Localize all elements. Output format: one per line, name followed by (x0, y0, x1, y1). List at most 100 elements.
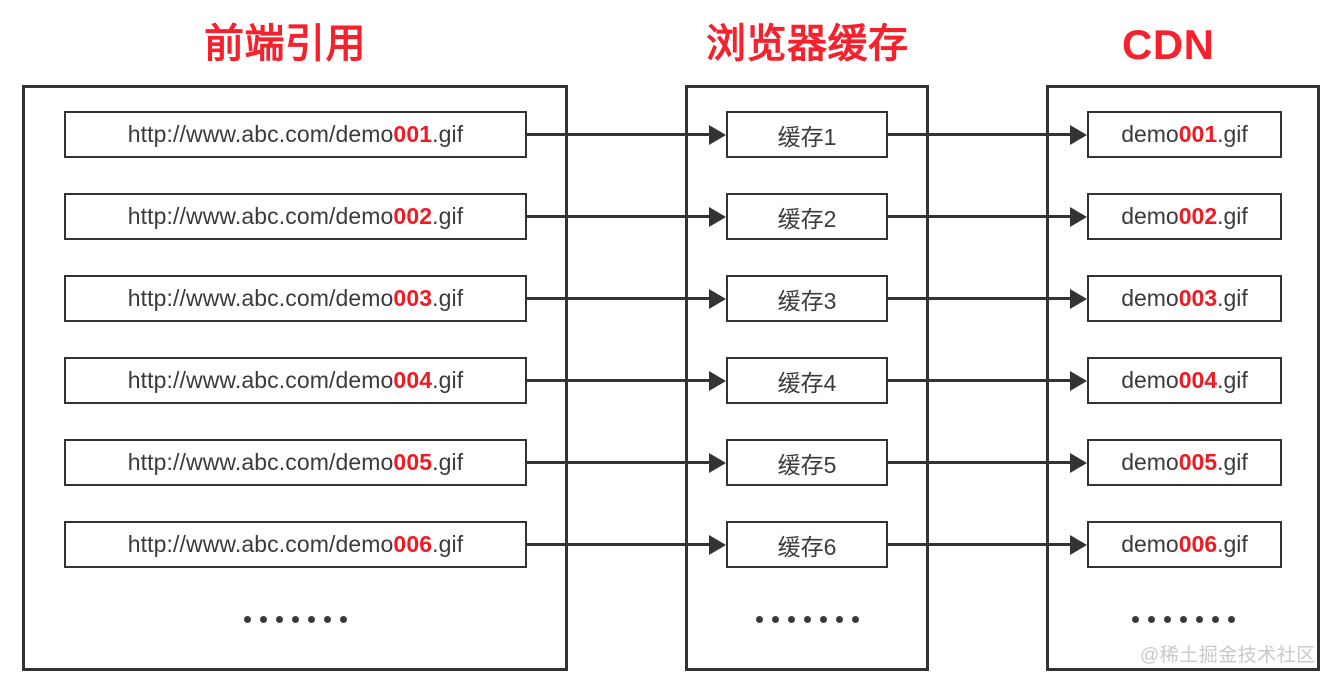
ellipsis-dots-browser-cache (756, 616, 859, 623)
node-label-prefix: http://www.abc.com/demo (127, 121, 394, 147)
arrow-head-browser-cache-to-cdn-3 (1070, 288, 1087, 309)
node-label-prefix: 缓存3 (777, 287, 837, 314)
node-label-number: 005 (1178, 449, 1218, 475)
arrow-head-browser-cache-to-cdn-5 (1070, 452, 1087, 473)
dot (1132, 616, 1139, 623)
column-header-cdn: CDN (1122, 21, 1215, 68)
dot (260, 616, 267, 623)
node-label-suffix: .gif (1217, 285, 1248, 311)
arrow-head-frontend-reference-to-browser-cache-3 (709, 288, 726, 309)
node-label-prefix: 缓存5 (777, 451, 837, 478)
connector-line-frontend-reference-to-browser-cache-1 (527, 133, 712, 136)
node-label-prefix: http://www.abc.com/demo (127, 531, 394, 557)
arrow-head-browser-cache-to-cdn-1 (1070, 124, 1087, 145)
ellipsis-dots-frontend-reference (244, 616, 347, 623)
connector-line-frontend-reference-to-browser-cache-6 (527, 543, 712, 546)
dot (756, 616, 763, 623)
node-label-prefix: 缓存4 (777, 369, 837, 396)
node-label-prefix: 缓存2 (777, 205, 837, 232)
node-label-number: 003 (393, 285, 433, 311)
ellipsis-dots-cdn (1132, 616, 1235, 623)
arrow-head-frontend-reference-to-browser-cache-4 (709, 370, 726, 391)
node-label-suffix: .gif (432, 531, 464, 557)
node-label-suffix: .gif (1217, 121, 1248, 147)
connector-line-frontend-reference-to-browser-cache-2 (527, 215, 712, 218)
node-label-number: 004 (393, 367, 433, 393)
connector-line-frontend-reference-to-browser-cache-3 (527, 297, 712, 300)
dot (804, 616, 811, 623)
arrow-head-frontend-reference-to-browser-cache-5 (709, 452, 726, 473)
node-label-number: 006 (393, 531, 433, 557)
dot (1196, 616, 1203, 623)
connector-line-frontend-reference-to-browser-cache-4 (527, 379, 712, 382)
node-label-suffix: .gif (1217, 449, 1248, 475)
node-label-prefix: http://www.abc.com/demo (127, 449, 394, 475)
node-label-number: 002 (393, 203, 433, 229)
node-label-prefix: 缓存6 (777, 533, 837, 560)
node-label-prefix: demo (1121, 285, 1179, 311)
node-label-prefix: demo (1121, 531, 1179, 557)
dot (308, 616, 315, 623)
dot (1148, 616, 1155, 623)
node-label-number: 004 (1178, 367, 1218, 393)
node-label-number: 001 (393, 121, 433, 147)
dot (292, 616, 299, 623)
node-label-number: 002 (1178, 203, 1218, 229)
watermark: @稀土掘金技术社区 (1140, 645, 1316, 666)
node-label-prefix: http://www.abc.com/demo (127, 203, 394, 229)
node-label-prefix: demo (1121, 121, 1179, 147)
node-label-suffix: .gif (432, 367, 464, 393)
dot (1180, 616, 1187, 623)
node-browser-cache-1[interactable]: 缓存1 (726, 111, 888, 158)
node-label-suffix: .gif (1217, 367, 1248, 393)
node-label-number: 001 (1178, 121, 1218, 147)
dot (1164, 616, 1171, 623)
node-browser-cache-6[interactable]: 缓存6 (726, 521, 888, 568)
dot (772, 616, 779, 623)
node-label-number: 006 (1178, 531, 1218, 557)
dot (1212, 616, 1219, 623)
dot (324, 616, 331, 623)
node-label-prefix: http://www.abc.com/demo (127, 367, 394, 393)
node-browser-cache-3[interactable]: 缓存3 (726, 275, 888, 322)
dot (340, 616, 347, 623)
column-header-frontend-reference: 前端引用 (204, 22, 366, 66)
node-label-suffix: .gif (432, 203, 464, 229)
dot (244, 616, 251, 623)
node-label-suffix: .gif (432, 285, 464, 311)
connector-line-browser-cache-to-cdn-6 (888, 543, 1073, 546)
node-label-number: 003 (1178, 285, 1218, 311)
arrow-head-frontend-reference-to-browser-cache-6 (709, 534, 726, 555)
column-header-browser-cache: 浏览器缓存 (706, 22, 909, 66)
connector-line-browser-cache-to-cdn-3 (888, 297, 1073, 300)
node-label-suffix: .gif (432, 121, 464, 147)
node-browser-cache-4[interactable]: 缓存4 (726, 357, 888, 404)
connector-line-frontend-reference-to-browser-cache-5 (527, 461, 712, 464)
node-browser-cache-5[interactable]: 缓存5 (726, 439, 888, 486)
node-label-prefix: 缓存1 (777, 123, 837, 150)
node-browser-cache-2[interactable]: 缓存2 (726, 193, 888, 240)
dot (852, 616, 859, 623)
connector-line-browser-cache-to-cdn-1 (888, 133, 1073, 136)
node-label-prefix: demo (1121, 449, 1179, 475)
connector-line-browser-cache-to-cdn-5 (888, 461, 1073, 464)
connector-line-browser-cache-to-cdn-4 (888, 379, 1073, 382)
dot (276, 616, 283, 623)
node-label-number: 005 (393, 449, 433, 475)
node-label-prefix: demo (1121, 203, 1179, 229)
node-label-suffix: .gif (432, 449, 464, 475)
node-label-suffix: .gif (1217, 203, 1248, 229)
